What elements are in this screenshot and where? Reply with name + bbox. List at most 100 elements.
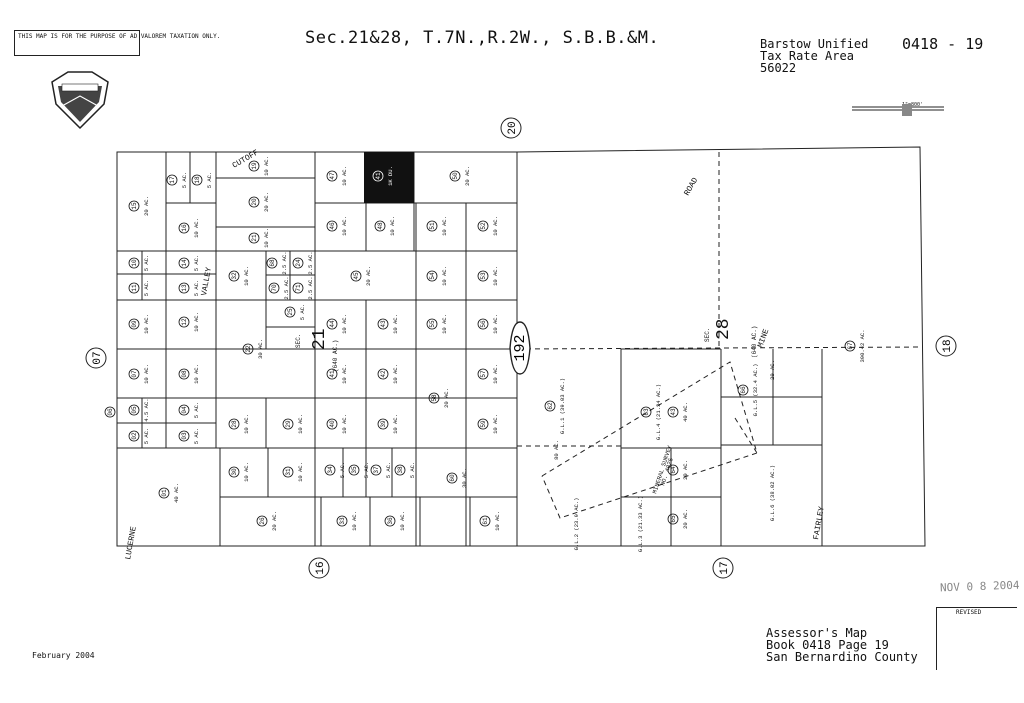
parcel-label-72[interactable]: 80 AC.: [553, 440, 560, 460]
parcel-number-circle: [426, 270, 438, 282]
parcel-acreage: 2.5 AC.: [307, 251, 314, 274]
parcel-label-71[interactable]: G.L.6 (38.02 AC.): [769, 465, 776, 521]
parcel-number-circle: [336, 515, 348, 527]
parcel-number: 36: [387, 517, 394, 525]
parcel-acreage: 5 AC.: [363, 462, 370, 479]
adjacent-page-20[interactable]: 20: [507, 121, 519, 134]
parcel-acreage: G.L.5 (32.4 AC.): [752, 364, 759, 417]
parcel-number-circle: [228, 466, 240, 478]
parcel-number-circle: [477, 220, 489, 232]
parcel-number: 45: [353, 272, 360, 280]
book-line-2: Book 0418 Page 19: [766, 638, 889, 652]
parcel-acreage: 30 AC.: [257, 339, 264, 359]
parcel-acreage: 10 AC.: [243, 266, 250, 286]
parcel-number: 41: [375, 172, 382, 180]
parcel-number: 61: [482, 517, 489, 525]
parcel-number-circle: [426, 220, 438, 232]
parcel-label-70[interactable]: G.L.3 (21.33 AC.): [637, 496, 644, 552]
parcel-label-69[interactable]: G.L.2 (23.9 AC.): [573, 498, 580, 551]
adjacent-page-17[interactable]: 17: [719, 561, 731, 574]
parcel-acreage: 40 AC.: [682, 402, 689, 422]
parcel-acreage: 20 AC.: [682, 509, 689, 529]
district-info: Barstow Unified Tax Rate Area 56022: [760, 38, 868, 74]
parcel-label-73[interactable]: 20 AC.: [769, 360, 776, 380]
parcel-number: 08: [181, 370, 188, 378]
parcel-number-circle: [178, 316, 190, 328]
adjacent-page-18[interactable]: 18: [942, 339, 954, 352]
parcel-number: 56: [480, 320, 487, 328]
parcel-06-40[interactable]: 06: [104, 406, 116, 418]
adjacent-page-16[interactable]: 16: [315, 561, 327, 574]
adjacent-page-07[interactable]: 07: [92, 351, 104, 364]
